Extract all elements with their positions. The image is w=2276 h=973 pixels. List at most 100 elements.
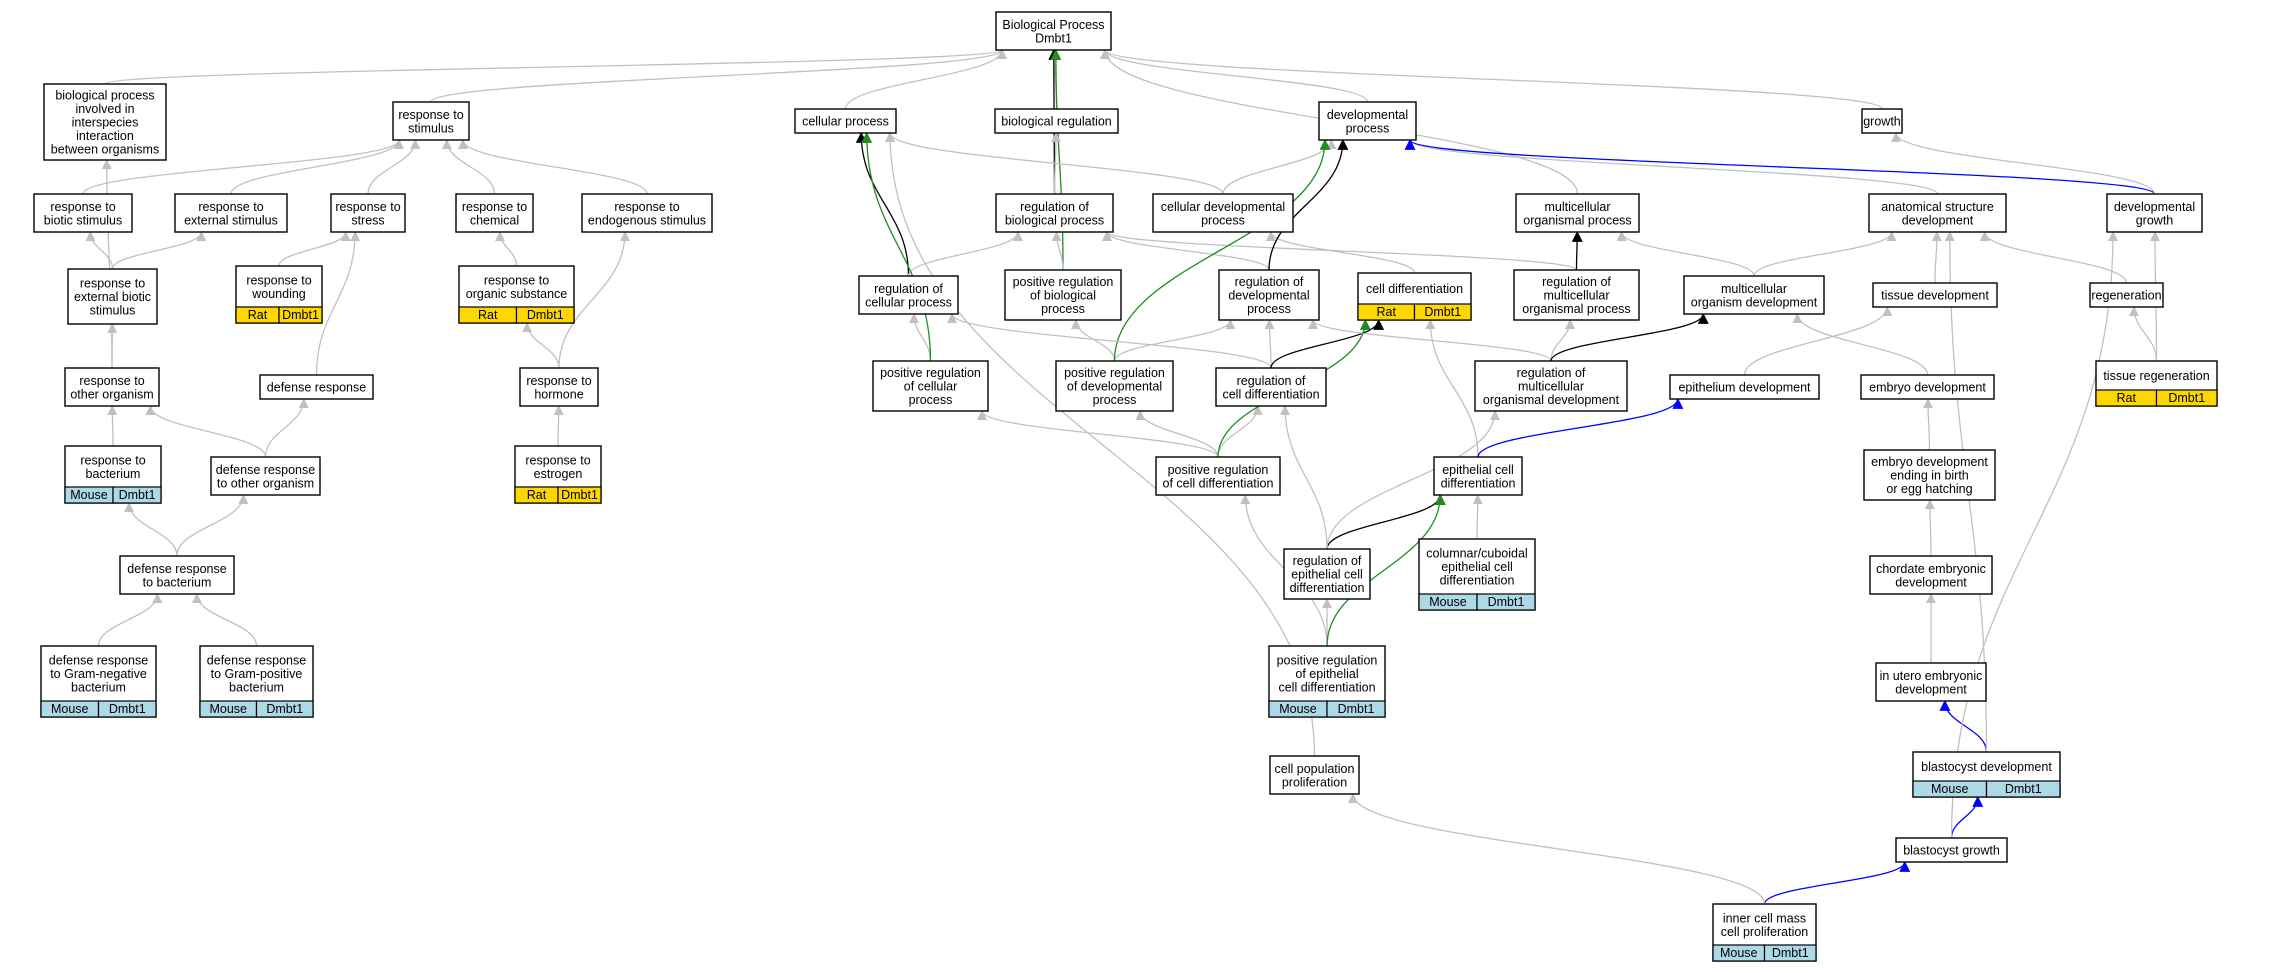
node-label-line: stimulus: [408, 121, 454, 135]
edge-drgp-to-drb: [191, 593, 258, 647]
node-embd[interactable]: embryo development: [1860, 374, 1995, 400]
node-defr[interactable]: defense response: [259, 374, 374, 400]
node-box: [1513, 269, 1640, 321]
gene-cell: [278, 306, 323, 324]
node-label-line: cellular developmental: [1161, 200, 1285, 214]
node-box: [858, 275, 959, 315]
node-box: [455, 193, 534, 233]
node-label-line: blastocyst growth: [1903, 844, 2000, 858]
node-label-line: external stimulus: [184, 213, 278, 227]
node-label-line: process: [1093, 393, 1137, 407]
edge-drto-to-rto: [145, 405, 267, 458]
node-box: [33, 193, 133, 233]
node-label-line: positive regulation: [1277, 654, 1378, 668]
node-box: [1875, 662, 1987, 702]
node-box: [1872, 282, 1998, 308]
node-box: [1515, 193, 1640, 233]
node-label-line: developmental: [1327, 108, 1408, 122]
node-label-line: response to: [614, 200, 679, 214]
edge-bdev-to-iued: [1939, 699, 1988, 753]
node-label-line: organismal development: [1483, 393, 1620, 407]
node-label-line: process: [909, 393, 953, 407]
species-label: Mouse: [1931, 782, 1969, 796]
node-label-line: process: [1346, 121, 1390, 135]
node-label-line: differentiation: [1441, 476, 1516, 490]
edge-rhorm-to-ros: [522, 322, 560, 369]
edge-drb-to-drto: [176, 494, 249, 557]
node-epid[interactable]: epithelium development: [1669, 374, 1820, 400]
node-label-line: cellular process: [802, 115, 889, 129]
node-tdev[interactable]: tissue development: [1872, 282, 1998, 308]
gene-cell: [1476, 593, 1536, 611]
gene-cell: [1413, 303, 1472, 321]
node-box: [519, 367, 599, 407]
node-regen[interactable]: regeneration: [2089, 282, 2164, 308]
edge-rcp-to-cp: [855, 131, 910, 277]
node-cp[interactable]: cellular process: [794, 108, 897, 134]
gene-label: Dmbt1: [527, 308, 564, 322]
species-label: Rat: [1377, 305, 1397, 319]
node-bgrow[interactable]: blastocyst growth: [1895, 837, 2008, 863]
node-growth[interactable]: growth: [1861, 108, 1903, 134]
node-box: [1683, 275, 1825, 315]
node-label-line: positive regulation: [1064, 366, 1165, 380]
edge-ccecd-to-ecd: [1472, 494, 1483, 540]
node-box: [1283, 548, 1371, 600]
node-box: [581, 193, 713, 233]
gene-label: Dmbt1: [2005, 782, 2042, 796]
node-label-line: stimulus: [90, 304, 136, 318]
species-label: Mouse: [1279, 702, 1317, 716]
edge-rhorm-to-rendo: [558, 231, 630, 369]
node-box: [1861, 108, 1903, 134]
node-breg[interactable]: biological regulation: [994, 108, 1119, 134]
edge-rwound-to-rstress: [278, 231, 351, 267]
